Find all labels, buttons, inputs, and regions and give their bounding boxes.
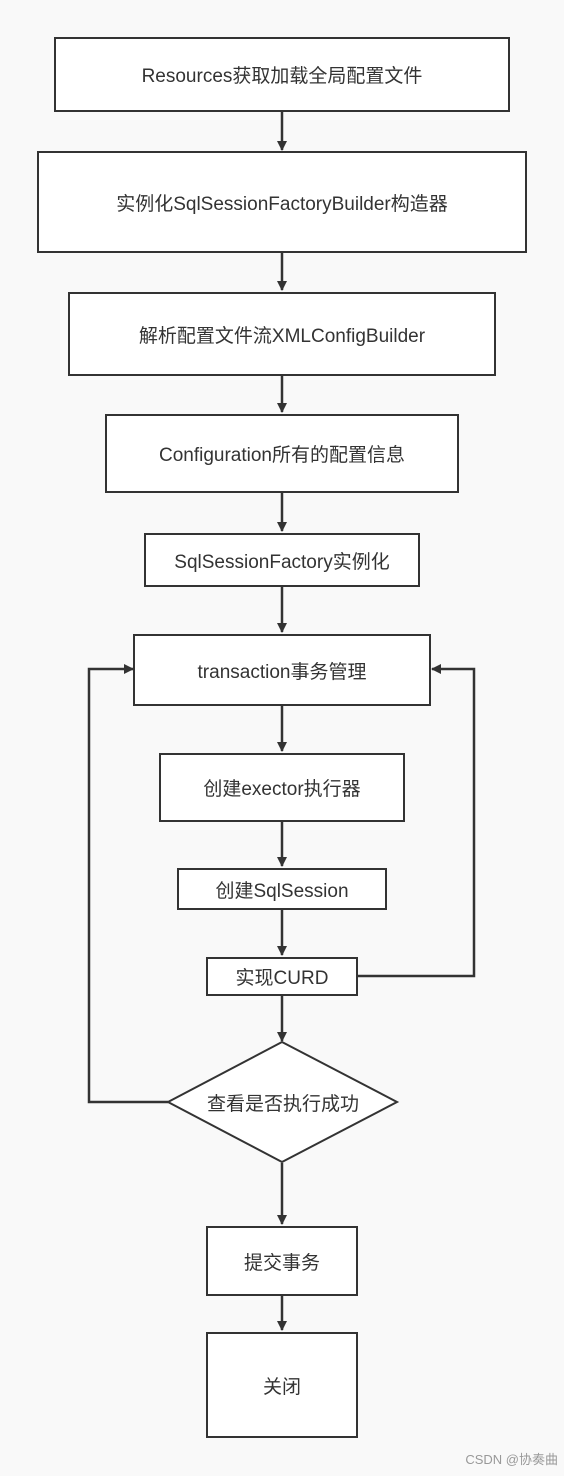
- node-executor-label: 创建exector执行器: [203, 779, 361, 800]
- node-commit-label: 提交事务: [243, 1252, 320, 1274]
- edge-check-loop-transaction: [87, 664, 168, 1104]
- node-close-label: 关闭: [262, 1376, 301, 1398]
- node-configuration-label: Configuration所有的配置信息: [158, 445, 406, 466]
- node-curd-label: 实现CURD: [235, 968, 329, 989]
- node-builder-label: 实例化SqlSessionFactoryBuilder构造器: [116, 193, 448, 215]
- node-check-label: 查看是否执行成功: [206, 1093, 359, 1115]
- node-close: 关闭: [206, 1332, 358, 1438]
- node-commit: 提交事务: [206, 1226, 358, 1296]
- node-transaction: transaction事务管理: [133, 634, 431, 706]
- node-parse: 解析配置文件流XMLConfigBuilder: [68, 292, 496, 376]
- watermark: CSDN @协奏曲: [465, 1452, 558, 1467]
- node-session-label: 创建SqlSession: [215, 880, 349, 902]
- node-session: 创建SqlSession: [177, 868, 387, 910]
- node-factory: SqlSessionFactory实例化: [144, 533, 420, 587]
- node-load-config: Resources获取加载全局配置文件: [54, 37, 510, 112]
- node-factory-label: SqlSessionFactory实例化: [174, 551, 390, 573]
- node-parse-label: 解析配置文件流XMLConfigBuilder: [138, 325, 426, 347]
- node-configuration: Configuration所有的配置信息: [105, 414, 459, 493]
- node-executor: 创建exector执行器: [159, 753, 405, 822]
- decision-diamond: [165, 1040, 400, 1164]
- edge-curd-loop-transaction: [358, 664, 476, 978]
- node-curd: 实现CURD: [206, 957, 358, 996]
- node-load-config-label: Resources获取加载全局配置文件: [141, 66, 423, 87]
- node-builder: 实例化SqlSessionFactoryBuilder构造器: [37, 151, 527, 253]
- node-transaction-label: transaction事务管理: [197, 661, 367, 683]
